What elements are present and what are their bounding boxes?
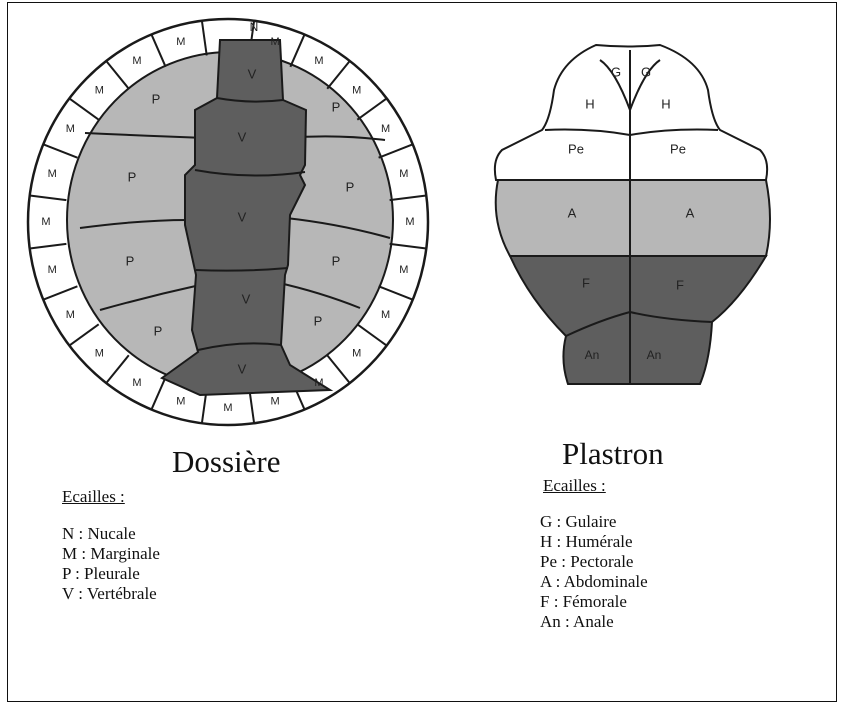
- marginal-label: M: [66, 309, 75, 321]
- pleural-label: P: [314, 313, 323, 328]
- marginal-label: M: [48, 168, 57, 180]
- marginal-label: M: [352, 84, 361, 96]
- marginal-label: M: [95, 84, 104, 96]
- legend-item-marginal: M : Marginale: [62, 544, 160, 564]
- pleural-label: P: [126, 253, 135, 268]
- vertebral-label: V: [248, 66, 257, 81]
- dossiere-legend: N : Nucale M : Marginale P : Pleurale V …: [62, 524, 160, 604]
- vertebral-label: V: [238, 129, 247, 144]
- pleural-label: P: [152, 91, 161, 106]
- legend-item-abdominal: A : Abdominale: [540, 572, 648, 592]
- marginal-label: M: [314, 377, 323, 389]
- legend-item-vertebral: V : Vertébrale: [62, 584, 160, 604]
- vertebral-label: V: [238, 361, 247, 376]
- marginal-label: M: [41, 216, 50, 228]
- legend-item-anal: An : Anale: [540, 612, 648, 632]
- dossiere-scales-heading: Ecailles :: [62, 487, 125, 507]
- marginal-label: M: [271, 36, 280, 48]
- gular-label: G: [611, 64, 621, 79]
- femoral-label: F: [582, 275, 590, 290]
- anal-label: An: [647, 348, 662, 362]
- abdominal-label: A: [568, 205, 577, 220]
- pectoral-label: Pe: [568, 141, 584, 156]
- gular-label: G: [641, 64, 651, 79]
- plastron-title: Plastron: [562, 436, 664, 472]
- pleural-label: P: [154, 323, 163, 338]
- vertebral-label: V: [242, 291, 251, 306]
- femoral-anal-scutes: [510, 256, 766, 384]
- marginal-label: M: [271, 396, 280, 408]
- humeral-label: H: [661, 96, 670, 111]
- marginal-label: M: [176, 36, 185, 48]
- marginal-label: M: [48, 264, 57, 276]
- vertebral-label: V: [238, 209, 247, 224]
- plastron-diagram: [495, 45, 770, 384]
- abdominal-scutes: [496, 180, 770, 256]
- legend-item-nucal: N : Nucale: [62, 524, 160, 544]
- femoral-label: F: [676, 277, 684, 292]
- marginal-label: M: [132, 55, 141, 67]
- humeral-label: H: [585, 96, 594, 111]
- marginal-label: M: [399, 264, 408, 276]
- pectoral-label: Pe: [670, 141, 686, 156]
- legend-item-humeral: H : Humérale: [540, 532, 648, 552]
- pleural-label: P: [332, 99, 341, 114]
- marginal-label: M: [223, 402, 232, 414]
- legend-item-femoral: F : Fémorale: [540, 592, 648, 612]
- marginal-label: M: [314, 55, 323, 67]
- marginal-label: M: [405, 216, 414, 228]
- pleural-label: P: [346, 179, 355, 194]
- marginal-label: M: [95, 347, 104, 359]
- carapace-diagram: [28, 19, 428, 425]
- dossiere-title: Dossière: [172, 444, 280, 480]
- marginal-label: M: [132, 377, 141, 389]
- marginal-label: M: [176, 396, 185, 408]
- plastron-legend: G : Gulaire H : Humérale Pe : Pectorale …: [540, 512, 648, 632]
- marginal-label: M: [66, 123, 75, 135]
- marginal-label: M: [352, 347, 361, 359]
- marginal-label: M: [381, 309, 390, 321]
- pleural-label: P: [128, 169, 137, 184]
- plastron-scales-heading: Ecailles :: [543, 476, 606, 496]
- anal-label: An: [585, 348, 600, 362]
- marginal-label: M: [399, 168, 408, 180]
- legend-item-pleural: P : Pleurale: [62, 564, 160, 584]
- nucal-label: N: [250, 20, 259, 34]
- legend-item-gular: G : Gulaire: [540, 512, 648, 532]
- pleural-label: P: [332, 253, 341, 268]
- abdominal-label: A: [686, 205, 695, 220]
- marginal-label: M: [381, 123, 390, 135]
- legend-item-pectoral: Pe : Pectorale: [540, 552, 648, 572]
